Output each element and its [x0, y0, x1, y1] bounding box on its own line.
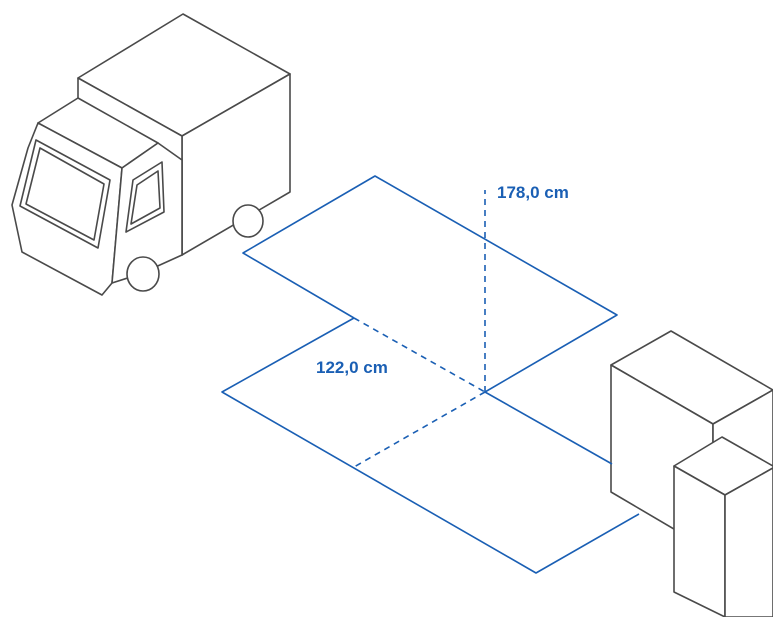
truck-side-window	[125, 161, 165, 233]
footprint-lower-rect	[221, 317, 640, 574]
truck-front-wheel	[126, 256, 160, 292]
width-dimension-line	[353, 317, 486, 393]
width-dimension-label: 122,0 cm	[316, 358, 388, 377]
footprint-edge-right	[484, 391, 613, 465]
footprint-upper-rect	[242, 175, 618, 393]
height-dimension-label: 178,0 cm	[497, 183, 569, 202]
truck-windshield-inner	[25, 147, 105, 241]
truck-windshield	[19, 139, 111, 249]
box-small-front	[673, 465, 726, 617]
truck-rear-wheel	[232, 204, 264, 238]
boxes-illustration	[610, 330, 773, 617]
truck-cab-side	[111, 142, 183, 284]
box-small-side	[724, 467, 773, 617]
truck-illustration	[11, 13, 291, 296]
footprint-outline	[221, 175, 640, 574]
truck-side-window-inner	[130, 170, 161, 225]
diagonal-dashed-line	[353, 391, 486, 468]
